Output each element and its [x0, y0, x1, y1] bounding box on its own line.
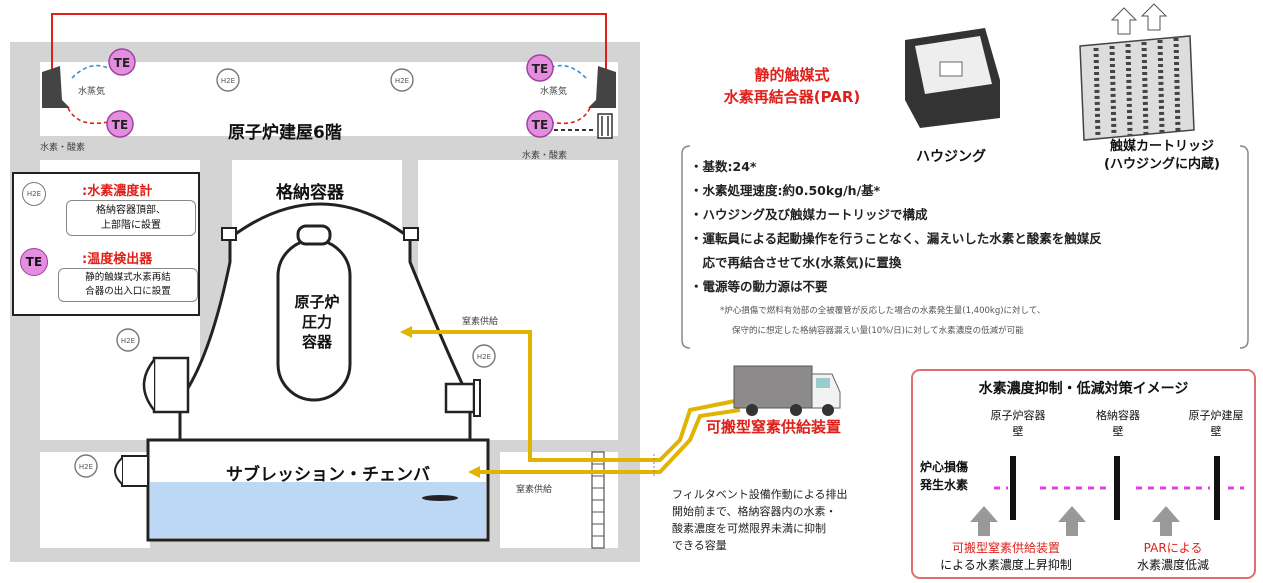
n2-supply-label-lower: 窒素供給 [516, 485, 553, 495]
par-title: 静的触媒式水素再結合器(PAR) [723, 66, 861, 106]
par-cartridge-image [1079, 3, 1195, 141]
par-unit-left [42, 66, 70, 108]
wall-label-rpv: 原子炉容器壁 [990, 409, 1046, 438]
h2e-sensor-4: H2E [472, 344, 496, 368]
nitrogen-truck [733, 365, 841, 416]
par-note-2: 保守的に想定した格納容器漏えい量(10%/日)に対して水素濃度の低減が可能 [732, 326, 1024, 336]
par-bullet-3: ・ハウジング及び触媒カートリッジで構成 [690, 207, 928, 222]
h2o2-right-label: 水素・酸素 [522, 151, 568, 161]
n2-pipe-lower [476, 408, 741, 474]
h2e-sensor-1: H2E [216, 68, 240, 92]
legend-h2e-title: :水素濃度計 [82, 184, 153, 199]
par-housing-image [905, 28, 1000, 128]
pool-water [150, 482, 486, 538]
cartridge-label: 触媒カートリッジ(ハウジングに内蔵) [1104, 139, 1220, 172]
par-bullet-5: 応で再結合させて水(水蒸気)に置換 [690, 255, 902, 270]
image-box-bottom-left: 可搬型窒素供給装置による水素濃度上昇抑制 [940, 541, 1072, 572]
image-box-bottom-right: PARによる水素濃度低減 [1136, 541, 1209, 572]
steam-right-label: 水蒸気 [540, 87, 568, 97]
svg-text:H2E: H2E [221, 77, 235, 85]
image-box-title: 水素濃度抑制・低減対策イメージ [978, 381, 1189, 397]
housing-label: ハウジング [916, 149, 986, 165]
svg-text:H2E: H2E [395, 77, 409, 85]
truck-label: 可搬型窒素供給装置 [706, 418, 842, 436]
svg-text:H2E: H2E [79, 463, 93, 471]
legend-te-desc: 静的触媒式水素再結合器の出入口に設置 [58, 268, 198, 302]
svg-text:TE: TE [112, 118, 128, 132]
wall-label-cv: 格納容器壁 [1096, 409, 1140, 438]
n2-supply-label-upper: 窒素供給 [462, 317, 499, 327]
hydrogen-source-label: 炉心損傷発生水素 [920, 460, 969, 492]
par-unit-right [588, 66, 616, 108]
h2e-sensor-3: H2E [116, 328, 140, 352]
te-sensor-4: TE [526, 110, 554, 138]
h2o2-left-label: 水素・酸素 [40, 143, 86, 153]
legend-box: H2E :水素濃度計 格納容器頂部、上部階に設置 TE :温度検出器 静的触媒式… [12, 172, 200, 316]
signal-line [51, 13, 607, 92]
rpv-label: 原子炉圧力容器 [294, 293, 340, 351]
par-bullet-1: ・基数:24* [690, 159, 757, 174]
svg-text:TE: TE [532, 62, 548, 76]
te-sensor-2: TE [106, 110, 134, 138]
floor6-label: 原子炉建屋6階 [228, 123, 342, 143]
svg-text:TE: TE [532, 118, 548, 132]
par-bullet-4: ・運転員による起動操作を行うことなく、漏えいした水素と酸素を触媒反 [690, 231, 1102, 246]
h2e-sensor-5: H2E [74, 454, 98, 478]
floor6-room [40, 62, 618, 136]
svg-text:H2E: H2E [121, 337, 135, 345]
steam-left-label: 水蒸気 [78, 87, 106, 97]
filter-vent-note: フィルタベント設備作動による排出開始前まで、格納容器内の水素・酸素濃度を可燃限界… [672, 488, 848, 552]
legend-te-icon: TE [20, 248, 48, 276]
te-sensor-1: TE [108, 48, 136, 76]
legend-h2e-desc: 格納容器頂部、上部階に設置 [66, 200, 196, 236]
containment-label: 格納容器 [276, 183, 344, 203]
svg-text:H2E: H2E [477, 353, 491, 361]
h2e-sensor-2: H2E [390, 68, 414, 92]
n2-pipe-upper [408, 330, 741, 462]
wall-label-rb: 原子炉建屋壁 [1188, 409, 1244, 438]
svg-text:TE: TE [114, 56, 130, 70]
par-bullet-2: ・水素処理速度:約0.50kg/h/基* [690, 183, 881, 198]
par-bullet-6: ・電源等の動力源は不要 [690, 279, 828, 294]
suppression-label: サブレッション・チェンバ [226, 465, 430, 485]
legend-te-title: :温度検出器 [82, 252, 153, 267]
legend-h2e-icon: H2E [22, 182, 46, 206]
par-note-1: *炉心損傷で燃料有効部の全被覆管が反応した場合の水素発生量(1,400kg)に対… [720, 306, 1046, 316]
te-sensor-3: TE [526, 54, 554, 82]
